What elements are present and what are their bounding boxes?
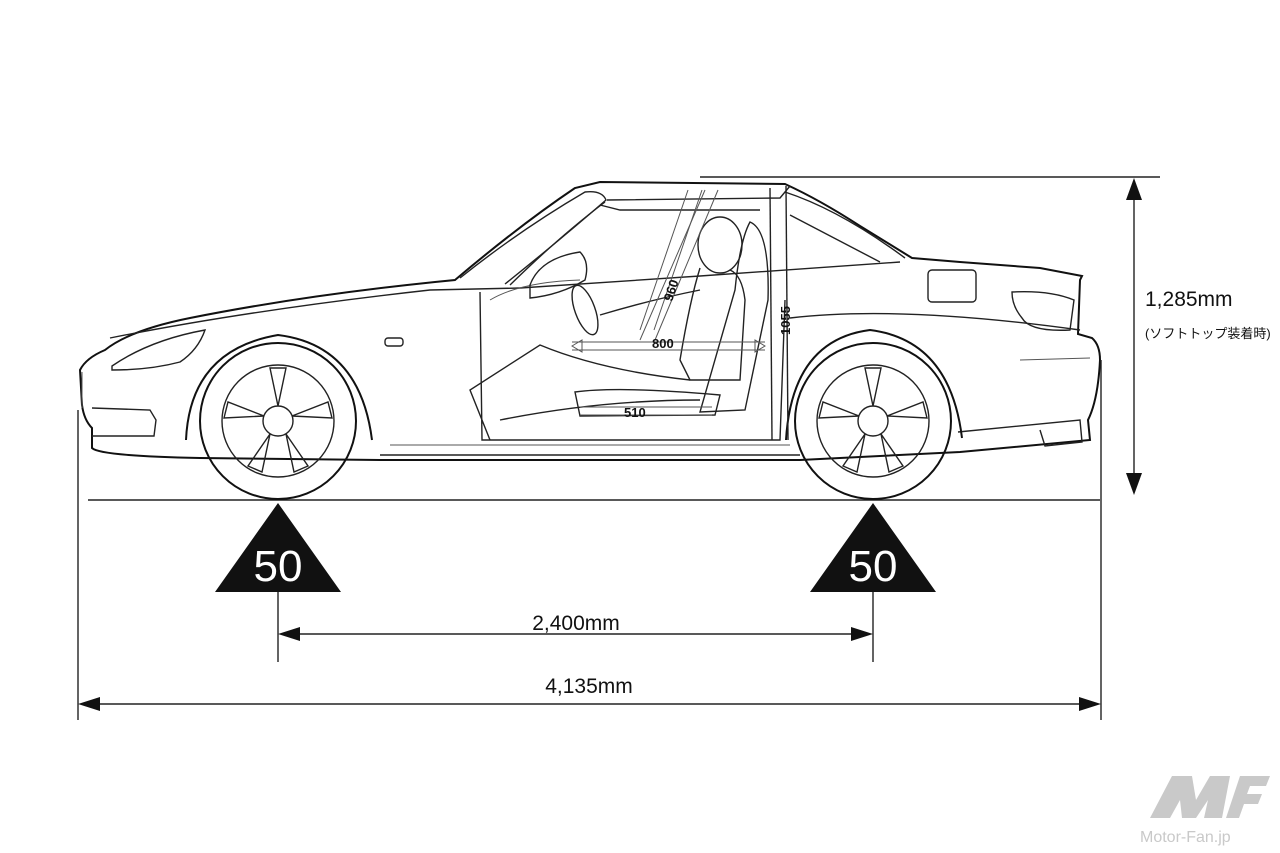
car-body [78,180,1102,461]
length-label: 4,135mm [545,675,633,698]
rear-wheel [794,342,952,500]
interior-dimension-800: 800 [571,336,766,353]
interior-dimension-1055: 1055 [778,306,793,335]
interior-dimension-960: 960 [639,189,703,331]
height-note: (ソフトトップ装着時) [1145,326,1271,341]
interior-label-1055: 1055 [778,306,793,335]
interior-label-800: 800 [652,336,674,351]
height-label: 1,285mm [1145,288,1233,311]
length-dimension: 4,135mm [77,360,1102,720]
motor-fan-logo: Motor-Fan.jp [1140,776,1270,846]
front-wheel [199,342,357,500]
interior-label-960: 960 [661,278,682,303]
interior-label-510: 510 [624,405,646,420]
interior-dimension-510: 510 [580,405,712,420]
wheelbase-label: 2,400mm [532,612,620,635]
rear-wheel-arch [785,328,963,441]
logo-text: Motor-Fan.jp [1140,829,1231,846]
front-weight-label: 50 [254,542,303,591]
wheelbase-dimension: 2,400mm [277,592,874,662]
front-weight-marker: 50 [215,503,341,592]
rear-weight-label: 50 [849,542,898,591]
seat-and-driver [469,185,789,441]
rear-weight-marker: 50 [810,503,936,592]
height-dimension: 1,285mm (ソフトトップ装着時) [700,176,1271,495]
front-wheel-arch [185,333,373,441]
